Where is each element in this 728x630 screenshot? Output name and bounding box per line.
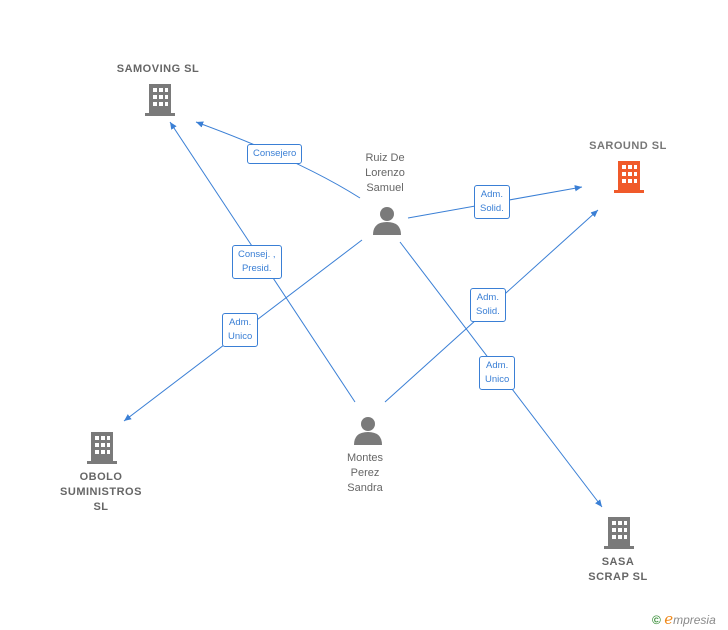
saround-label[interactable]: SAROUND SL (589, 140, 667, 152)
samoving-building-icon[interactable] (145, 84, 175, 116)
montes-person-icon[interactable] (354, 417, 382, 445)
ruiz-label[interactable]: Ruiz De Lorenzo Samuel (365, 152, 405, 194)
brand-e-letter: e (664, 610, 674, 628)
copyright-symbol: © (652, 613, 661, 627)
obolo-label[interactable]: OBOLO SUMINISTROS SL (60, 471, 142, 513)
edge-label-adm-solid-montes: Adm. Solid. (470, 288, 506, 322)
edge-label-adm-unico-obolo: Adm. Unico (222, 313, 259, 347)
empresia-logo[interactable]: © empresia (652, 610, 716, 628)
edge-label-consejero: Consejero (247, 144, 303, 164)
edge-label-adm-unico-sasa: Adm. Unico (479, 356, 516, 390)
montes-label[interactable]: Montes Perez Sandra (346, 452, 384, 494)
edge-label-adm-solid-ruiz: Adm. Solid. (474, 185, 510, 219)
ruiz-person-icon[interactable] (373, 207, 401, 235)
brand-name: mpresia (673, 613, 716, 627)
sasa-building-icon[interactable] (604, 517, 634, 549)
samoving-label[interactable]: SAMOVING SL (116, 63, 200, 75)
saround-building-icon[interactable] (614, 161, 644, 193)
obolo-building-icon[interactable] (87, 432, 117, 464)
sasa-label[interactable]: SASA SCRAP SL (588, 556, 648, 583)
edge-label-consej-presid: Consej. , Presid. (232, 245, 282, 279)
